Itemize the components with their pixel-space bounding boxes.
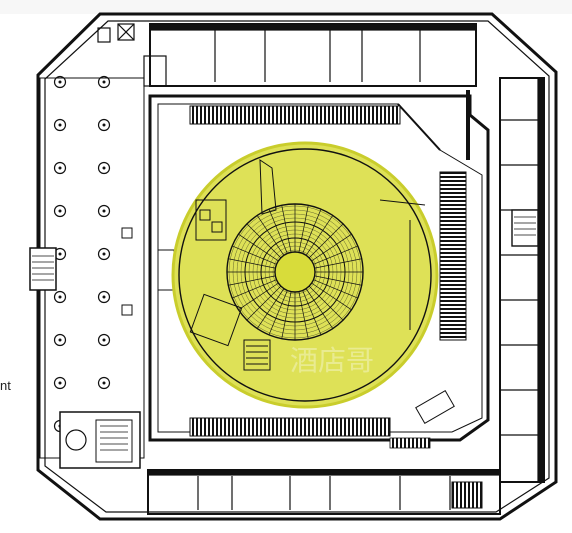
radial-seat-line bbox=[228, 258, 276, 269]
seat-ring bbox=[228, 205, 362, 339]
radial-seat-line bbox=[232, 279, 277, 299]
column-dot bbox=[102, 166, 106, 170]
column-dot bbox=[58, 295, 62, 299]
column-dot bbox=[102, 338, 106, 342]
radial-seat-line bbox=[298, 205, 309, 253]
top-band bbox=[0, 0, 572, 14]
seating-southeast bbox=[389, 437, 431, 449]
arena-details bbox=[121, 227, 455, 424]
highlighted-arena bbox=[171, 141, 439, 409]
column-marker bbox=[53, 118, 67, 132]
column-dot bbox=[58, 166, 62, 170]
radial-seat-line bbox=[228, 275, 276, 286]
radial-seat-line bbox=[256, 215, 285, 256]
column-dot bbox=[102, 252, 106, 256]
seating-east bbox=[439, 171, 467, 341]
seating-south bbox=[189, 417, 391, 437]
radial-seat-line bbox=[302, 290, 322, 335]
column-marker bbox=[97, 247, 111, 261]
radial-seat-line bbox=[298, 291, 309, 339]
radial-seat-line bbox=[238, 233, 279, 262]
column-marker bbox=[53, 290, 67, 304]
radial-seat-line bbox=[232, 245, 277, 265]
radial-seat-line bbox=[246, 223, 282, 259]
column-marker bbox=[97, 75, 111, 89]
radial-seat-line bbox=[308, 285, 344, 321]
right-stair bbox=[511, 209, 539, 247]
column-marker bbox=[53, 161, 67, 175]
column-dot bbox=[102, 123, 106, 127]
left-stair-core bbox=[29, 247, 57, 291]
seat-ring bbox=[244, 221, 346, 323]
column-dot bbox=[58, 338, 62, 342]
column-marker bbox=[53, 376, 67, 390]
column-marker bbox=[97, 118, 111, 132]
top-rooms bbox=[149, 23, 477, 87]
radial-seat-line bbox=[311, 282, 352, 311]
column-marker bbox=[97, 333, 111, 347]
radial-seat-line bbox=[281, 291, 292, 339]
seat-ring bbox=[236, 213, 354, 331]
radial-seat-line bbox=[302, 209, 322, 254]
radial-seat-line bbox=[311, 233, 352, 262]
seat-ring bbox=[272, 249, 318, 295]
column-marker bbox=[97, 290, 111, 304]
column-dot bbox=[58, 80, 62, 84]
column-marker bbox=[97, 204, 111, 218]
radial-seat-line bbox=[281, 205, 292, 253]
column-marker bbox=[53, 333, 67, 347]
right-rooms bbox=[499, 77, 545, 483]
cropped-side-label: nt bbox=[0, 378, 11, 393]
watermark: 酒店哥 bbox=[290, 344, 374, 377]
column-marker bbox=[97, 161, 111, 175]
seating-north bbox=[189, 105, 401, 125]
bottom-left-stair bbox=[59, 411, 141, 469]
seat-ring bbox=[264, 241, 326, 303]
radial-seat-line bbox=[305, 288, 334, 329]
column-dot bbox=[58, 123, 62, 127]
radial-seat-line bbox=[308, 223, 344, 259]
radial-seat-line bbox=[268, 209, 288, 254]
outer-wall bbox=[36, 12, 558, 521]
top-left-core bbox=[97, 23, 167, 87]
radial-seat-line bbox=[256, 288, 285, 329]
radial-seat-line bbox=[314, 275, 362, 286]
bottom-rooms bbox=[147, 469, 501, 515]
radial-seat-line bbox=[313, 279, 358, 299]
column-dot bbox=[58, 252, 62, 256]
radial-seat-line bbox=[246, 285, 282, 321]
radial-seat-line bbox=[313, 245, 358, 265]
radial-seat-line bbox=[305, 215, 334, 256]
radial-seat-line bbox=[238, 282, 279, 311]
column-dot bbox=[58, 381, 62, 385]
radial-seat-line bbox=[314, 258, 362, 269]
column-marker bbox=[97, 376, 111, 390]
seat-ring bbox=[232, 209, 358, 335]
seat-ring bbox=[248, 225, 342, 319]
seat-ring bbox=[268, 245, 322, 299]
left-hall-columns bbox=[53, 75, 111, 433]
column-dot bbox=[102, 295, 106, 299]
column-marker bbox=[53, 204, 67, 218]
radial-seat-line bbox=[268, 290, 288, 335]
seat-ring bbox=[260, 237, 330, 307]
column-dot bbox=[102, 80, 106, 84]
column-dot bbox=[102, 381, 106, 385]
column-marker bbox=[53, 75, 67, 89]
seat-ring bbox=[252, 229, 338, 315]
seat-ring bbox=[256, 233, 334, 311]
column-dot bbox=[102, 209, 106, 213]
seat-ring bbox=[240, 217, 350, 327]
column-dot bbox=[58, 209, 62, 213]
